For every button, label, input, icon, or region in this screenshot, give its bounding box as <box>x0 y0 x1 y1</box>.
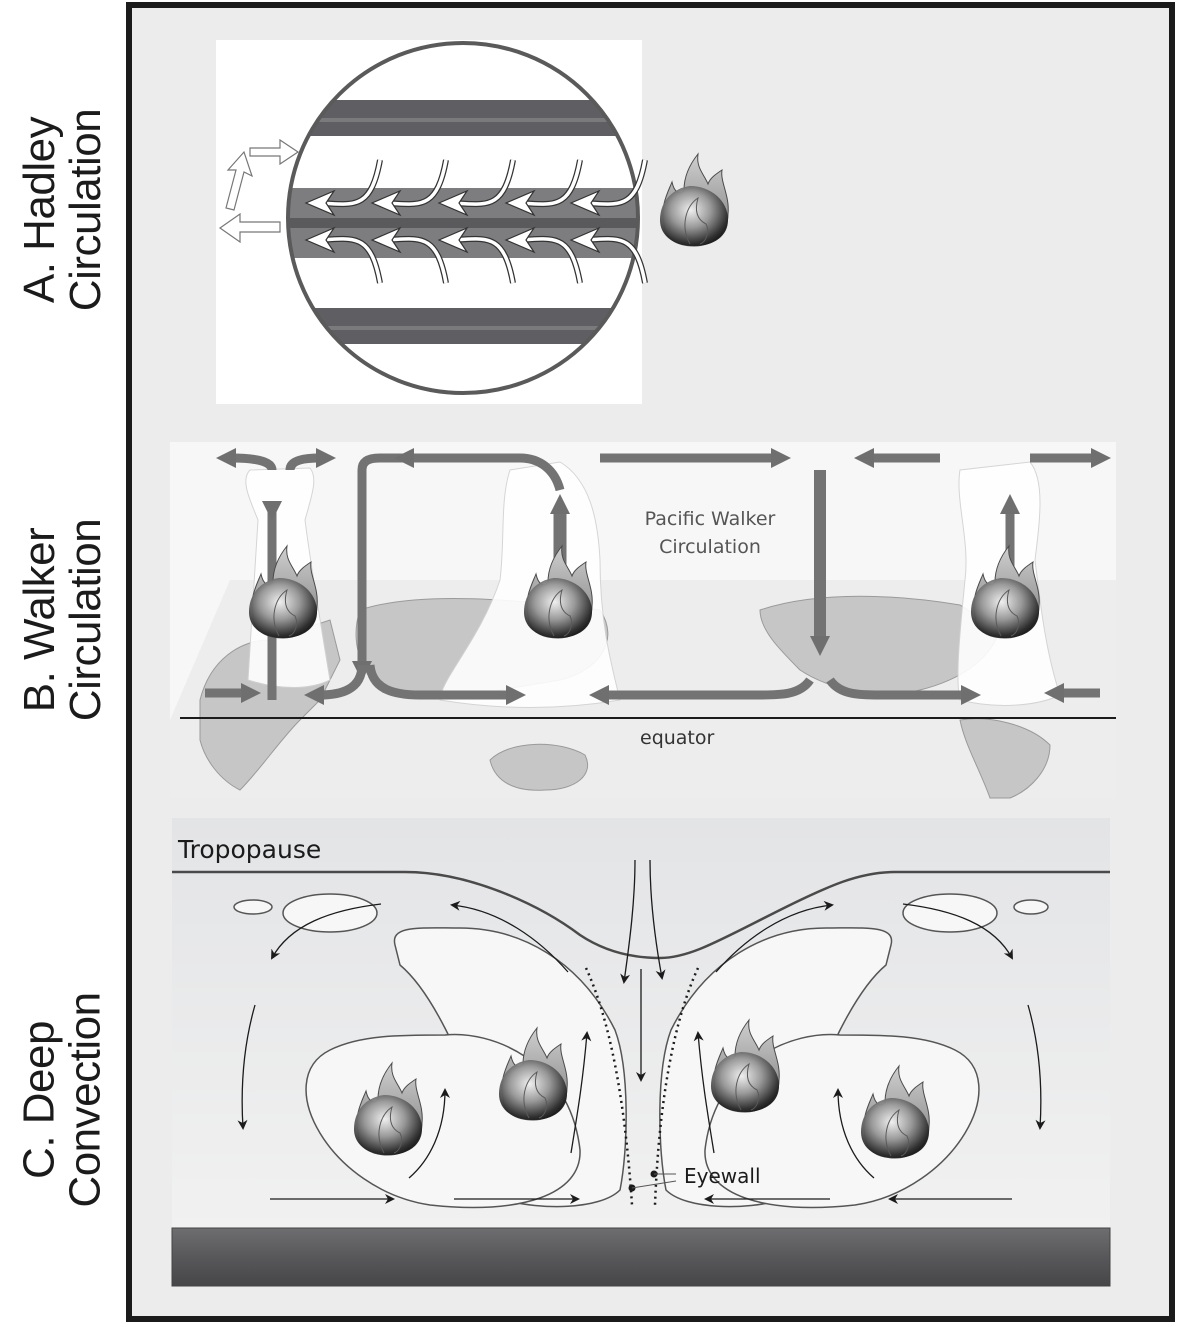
arrowhead <box>569 226 601 254</box>
tropopause-label: Tropopause <box>177 835 321 864</box>
flow-arrows <box>237 859 1046 1204</box>
arrowhead <box>437 226 469 254</box>
arrowhead <box>569 189 601 217</box>
walker-title-line1: Pacific Walker <box>645 508 776 530</box>
equator-label: equator <box>640 727 715 749</box>
arrowhead <box>370 189 402 217</box>
arrowhead <box>304 189 336 217</box>
arrowhead <box>304 226 336 254</box>
walker-title-line2: Circulation <box>659 536 761 558</box>
globe-outline <box>286 41 640 395</box>
panel-a-hadley <box>216 40 729 404</box>
globe-icon <box>288 43 638 393</box>
circulation-cell-arrow-icon <box>218 138 300 244</box>
arrowhead <box>370 226 402 254</box>
panel-b-walker: Pacific Walker Circulation equator <box>170 442 1116 799</box>
arrowhead <box>504 226 536 254</box>
tropopause-line <box>172 870 1110 960</box>
arrowhead <box>504 189 536 217</box>
ground-surface-icon <box>171 1227 1111 1287</box>
eyewall-label: Eyewall <box>684 1164 761 1188</box>
trade-wind-arrows <box>304 159 648 284</box>
panel-c-deep-convection: Tropopause Eyewall <box>171 818 1111 1287</box>
flame-icon <box>659 153 729 247</box>
eyewall-dotted-line-icon <box>584 967 700 1206</box>
arrowhead <box>437 189 469 217</box>
eyewall-leader <box>631 1180 677 1189</box>
